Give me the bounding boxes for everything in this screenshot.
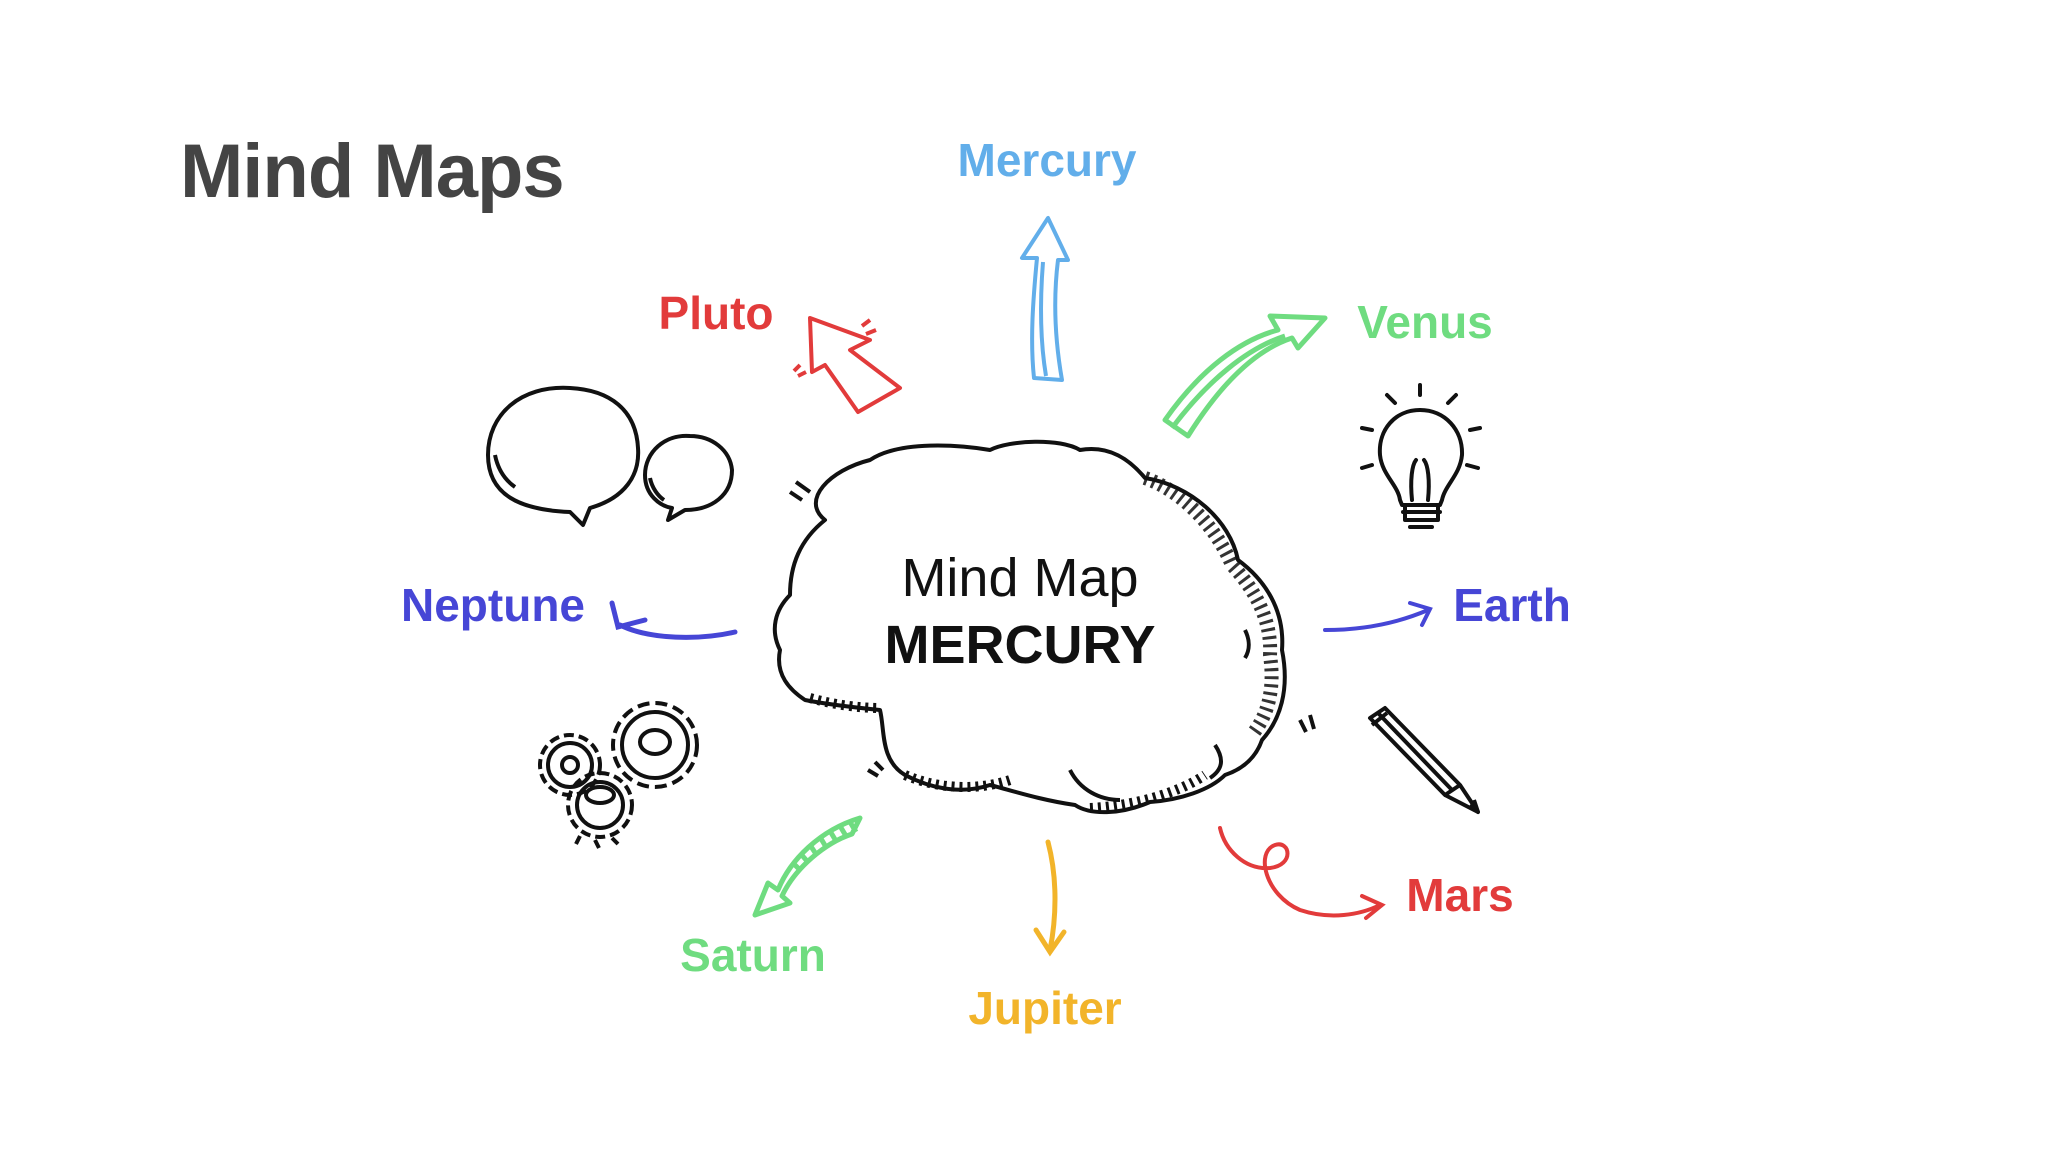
arrow-to-pluto [792, 316, 902, 414]
node-pluto: Pluto [658, 287, 774, 339]
arrow-to-venus [1162, 313, 1328, 439]
node-neptune: Neptune [401, 579, 585, 631]
node-jupiter: Jupiter [968, 982, 1122, 1034]
arrow-to-earth [1323, 601, 1433, 632]
center-topic-line-1: Mind Map [901, 548, 1139, 608]
arrow-to-saturn [752, 815, 863, 918]
node-saturn: Saturn [680, 929, 826, 981]
node-venus: Venus [1357, 296, 1493, 348]
arrow-to-neptune [609, 600, 738, 640]
center-topic-line-2: MERCURY [884, 615, 1156, 675]
gears-icon [538, 701, 699, 849]
pencil-icon [1368, 706, 1480, 814]
node-mars: Mars [1406, 869, 1514, 921]
slide-title: Mind Maps [180, 129, 565, 214]
speech-bubbles-icon [486, 385, 734, 527]
arrow-to-mercury [1020, 216, 1070, 382]
arrow-to-mars [1218, 826, 1386, 920]
brain-icon [772, 439, 1316, 815]
node-mercury: Mercury [957, 134, 1137, 186]
node-earth: Earth [1453, 579, 1571, 631]
arrow-to-jupiter [1033, 839, 1067, 957]
lightbulb-icon [1360, 383, 1482, 529]
